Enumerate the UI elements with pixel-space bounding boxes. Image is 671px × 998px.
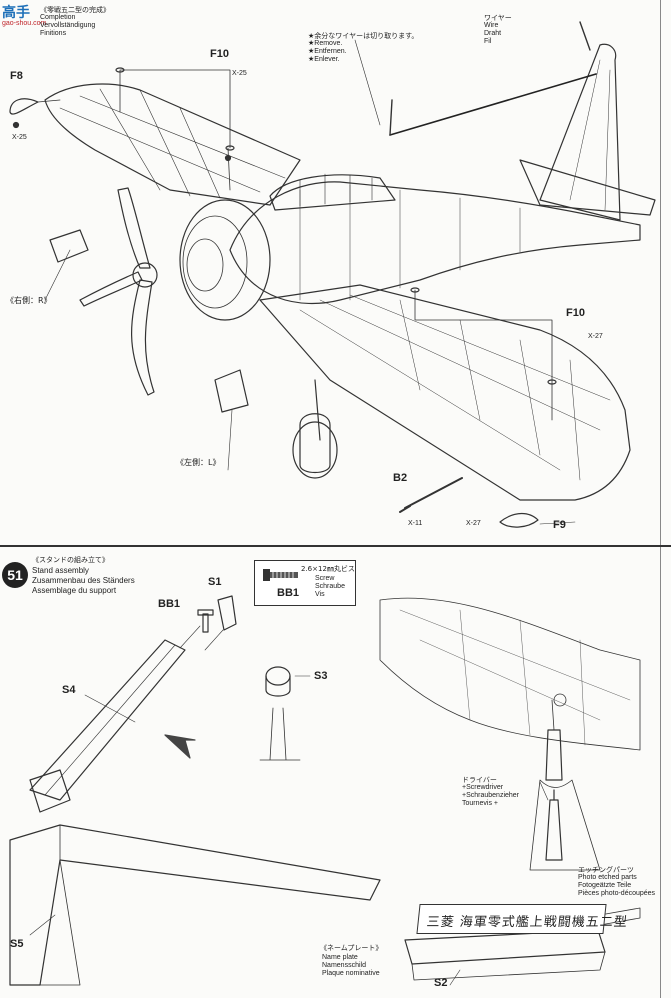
canopy <box>269 174 396 211</box>
wire-note-fr: ★Enlever. <box>308 56 340 63</box>
nameplate-de: Namensschild <box>322 962 366 969</box>
direction-arrow <box>164 734 196 759</box>
driver-en: +Screwdriver <box>462 784 504 791</box>
stand-post <box>545 729 563 781</box>
stand-base-s5 <box>9 824 381 986</box>
label-s2: S2 <box>434 977 448 989</box>
label-f9-qty: X-27 <box>466 520 481 527</box>
step51-title-en: Stand assembly <box>32 566 89 575</box>
label-f10-top: F10 <box>210 48 229 60</box>
label-s3: S3 <box>314 670 328 682</box>
label-s5: S5 <box>10 938 24 950</box>
etched-en: Photo etched parts <box>578 874 637 881</box>
step50-title-en: Completion <box>40 14 76 21</box>
screw-de: Schraube <box>315 583 345 590</box>
aircraft-underside <box>379 597 641 751</box>
nameplate-fr: Plaque nominative <box>322 970 380 977</box>
part-f8 <box>9 98 39 115</box>
step50-title-de: Vervollständigung <box>40 22 96 29</box>
wire-note-en: ★Remove. <box>308 40 343 47</box>
screw-bb1 <box>197 609 214 633</box>
wire-label-jp: ワイヤー <box>484 14 512 22</box>
screw-part: BB1 <box>277 587 300 599</box>
fuselage <box>229 181 641 305</box>
gear-cover-right <box>49 229 89 263</box>
screw-callout: 2.6×12㎜丸ビス Screw Schraube Vis BB1 <box>254 560 356 606</box>
label-f8-qty: X-25 <box>12 134 27 141</box>
driver-fr: Tournevis + <box>462 800 498 807</box>
watermark-logo: 高手 <box>2 5 30 21</box>
step51-number: 51 <box>2 562 28 588</box>
screw-size: 2.6×12㎜丸ビス <box>301 565 355 573</box>
wire-note-de: ★Entfernen. <box>308 48 347 55</box>
label-f8: F8 <box>10 70 23 82</box>
part-f9 <box>499 512 539 528</box>
screw-icon <box>263 569 298 581</box>
screw-fr: Vis <box>315 591 325 598</box>
antenna-wire <box>389 73 597 136</box>
wire-label-fr: Fil <box>484 38 492 45</box>
lower-wing <box>259 284 631 501</box>
section-divider <box>0 545 671 547</box>
etched-jp: エッチングパーツ <box>578 866 634 874</box>
label-f10-top-qty: X-25 <box>232 70 247 77</box>
step51-title-jp: 《スタンドの組み立て》 <box>32 556 109 564</box>
driver-jp: ドライバー <box>462 776 497 784</box>
wire-label-de: Draht <box>484 30 502 37</box>
label-s1: S1 <box>208 576 222 588</box>
label-f10-right: F10 <box>566 307 585 319</box>
step50-title-jp: 《零戦五二型の完成》 <box>40 6 110 14</box>
gear-cover-left <box>214 369 249 413</box>
label-f10-right-qty: X-27 <box>588 333 603 340</box>
page-edge-line <box>660 0 661 998</box>
label-f9: F9 <box>553 519 566 531</box>
part-s3 <box>265 666 291 686</box>
nameplate-base-s2 <box>404 929 606 965</box>
nameplate-jp: 《ネームプレート》 <box>320 944 383 952</box>
step51-title-fr: Assemblage du support <box>32 586 117 595</box>
stand-arm-s4 <box>29 639 186 801</box>
label-right-side: 《右側：R》 <box>6 296 52 305</box>
wire-note-jp: ★余分なワイヤーは切り取ります。 <box>308 32 419 40</box>
screw-en: Screw <box>315 575 335 582</box>
engine-cowling <box>179 199 271 321</box>
label-s4: S4 <box>62 684 76 696</box>
label-b2: B2 <box>393 472 408 484</box>
etched-fr: Pièces photo-découpées <box>578 890 656 897</box>
vertical-tail <box>539 43 621 221</box>
step50-title-fr: Finitions <box>40 30 67 37</box>
driver-de: +Schraubenzieher <box>462 792 520 799</box>
horizontal-stabilizer <box>519 159 656 216</box>
label-bb1: BB1 <box>158 598 181 610</box>
propeller <box>117 187 151 269</box>
screwdriver-icon <box>545 799 563 861</box>
label-left-side: 《左側：L》 <box>176 458 221 467</box>
watermark-sub: gao-shou.com <box>2 20 47 27</box>
nameplate-en: Name plate <box>322 954 358 961</box>
part-s1 <box>217 595 237 631</box>
upper-wing <box>44 83 301 206</box>
step51-title-de: Zusammenbau des Ständers <box>32 576 135 585</box>
wire-label-en: Wire <box>484 22 499 29</box>
etched-de: Fotogeätzte Teile <box>578 882 632 889</box>
part-b2 <box>399 477 463 513</box>
label-b2-qty: X-11 <box>408 520 423 527</box>
nameplate-text: 三菱 海軍零式艦上戦闘機五二型 <box>425 915 629 930</box>
landing-gear <box>299 379 331 474</box>
nameplate: 三菱 海軍零式艦上戦闘機五二型 <box>416 904 629 934</box>
